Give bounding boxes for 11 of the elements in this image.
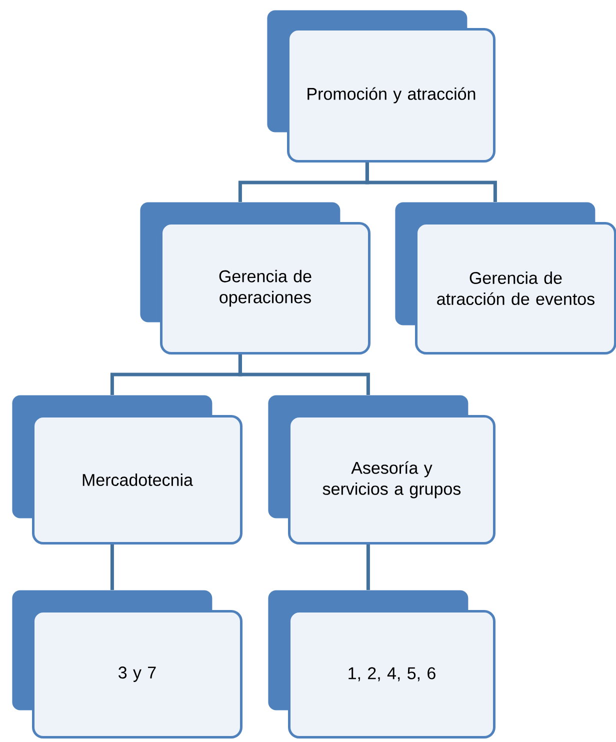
connector-line	[110, 544, 114, 590]
org-box: Mercadotecnia	[12, 395, 242, 544]
org-box: 1, 2, 4, 5, 6	[268, 590, 496, 738]
connector-line	[238, 354, 370, 395]
org-box: Promoción y atracción	[267, 10, 496, 162]
org-box: Gerencia de operaciones	[140, 202, 370, 354]
org-box: Asesoría y servicios a grupos	[268, 395, 496, 544]
connector-line	[365, 162, 497, 202]
connector-line	[366, 544, 370, 590]
org-box: 3 y 7	[12, 590, 242, 738]
org-box: Gerencia de atracción de eventos	[395, 202, 616, 354]
